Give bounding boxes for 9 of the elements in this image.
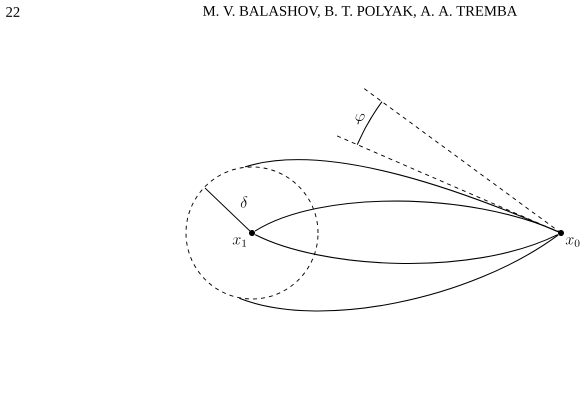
page-number: 22: [6, 7, 20, 17]
curve: [244, 159, 558, 232]
curve: [239, 234, 558, 312]
angle-label: $\varphi$: [356, 114, 365, 124]
radius-label: $\delta$: [240, 196, 248, 208]
curve: [254, 200, 558, 232]
running-head: M. V. BALASHOV, B. T. POLYAK, A. A. TREMBA: [203, 6, 518, 18]
curve: [254, 234, 558, 264]
dashed-circle: [186, 166, 318, 300]
